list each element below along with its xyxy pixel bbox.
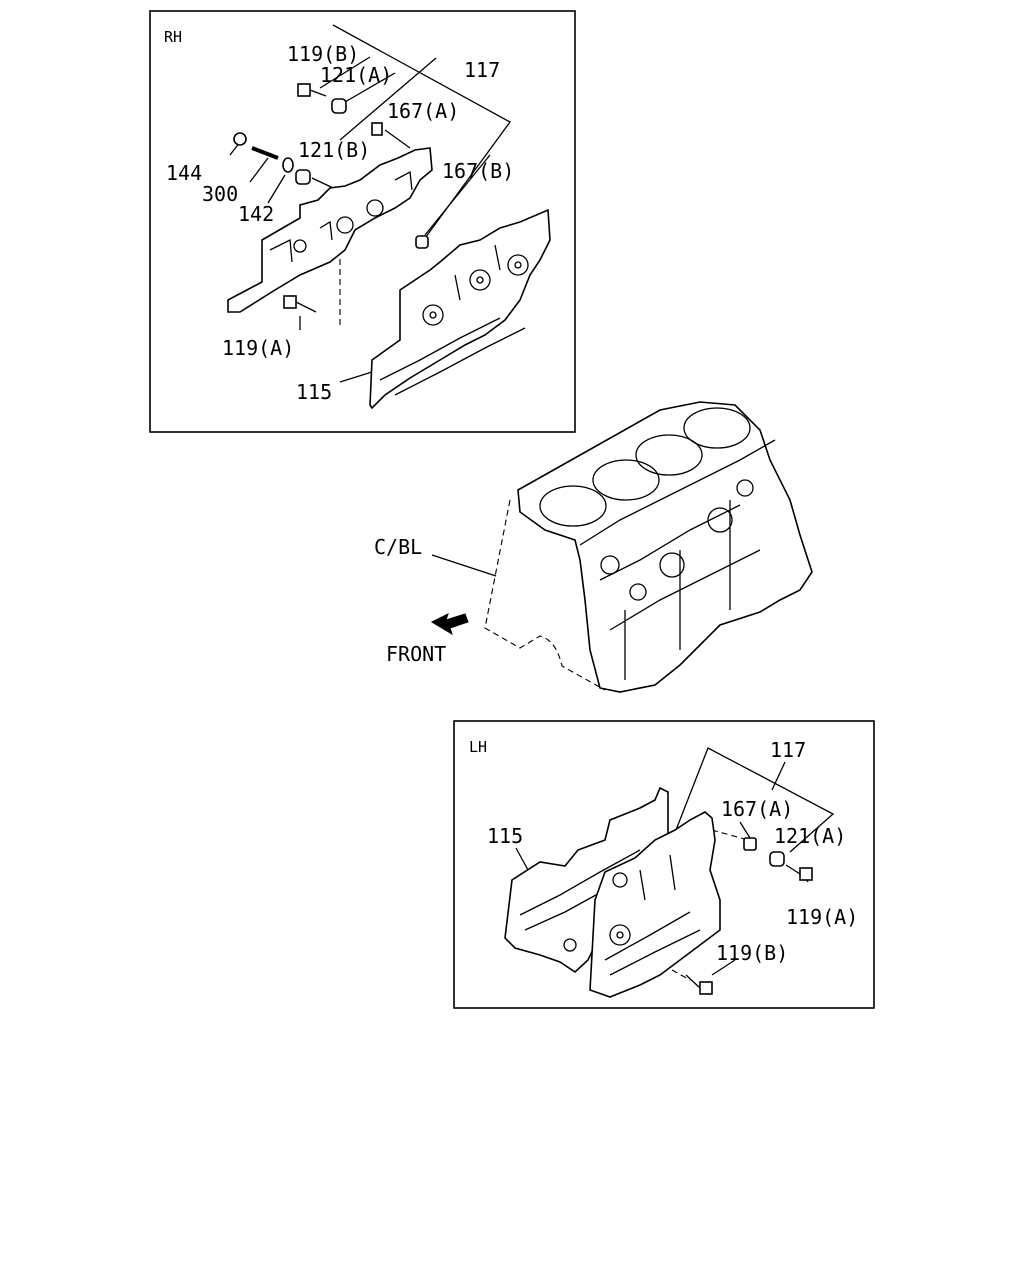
- lh-bolt-119a-icon: [785, 864, 813, 881]
- label-rh-142: 142: [238, 202, 274, 226]
- lh-dashed-guide-1: [711, 829, 749, 841]
- rh-panel-title: RH: [164, 28, 182, 46]
- label-rh-119a: 119(A): [222, 336, 294, 360]
- rh-167a-leader: [384, 129, 411, 149]
- rh-collar-121b-icon: [295, 169, 311, 185]
- cylinder-block-hidden-outline: [484, 499, 606, 691]
- rh-115-bolt-2: [476, 276, 484, 284]
- lh-167a-leader: [739, 821, 751, 839]
- lh-115-hole-1: [563, 938, 577, 952]
- lh-panel-frame: [453, 720, 875, 1009]
- rh-washer-142-icon: [282, 157, 294, 173]
- rh-115-ribs: [379, 244, 526, 396]
- lh-collar-121a-icon: [769, 851, 785, 867]
- lh-115-ribs: [519, 849, 641, 931]
- lh-117-leader: [771, 761, 786, 791]
- label-rh-300: 300: [202, 182, 238, 206]
- lh-115-leader: [515, 847, 529, 871]
- cbl-leader: [431, 554, 497, 577]
- lh-117-ribs: [604, 854, 701, 976]
- lh-117-bolt-1: [616, 931, 624, 939]
- rh-bolt-119a-icon: [283, 295, 317, 313]
- rh-pin-167b-icon: [415, 235, 429, 249]
- rh-300-leader: [249, 157, 269, 183]
- label-lh-121a: 121(A): [774, 824, 846, 848]
- lh-bolt-119b-icon: [685, 974, 713, 995]
- rh-115-bolt-3: [514, 261, 522, 269]
- rh-collar-121a-icon: [331, 98, 347, 114]
- label-rh-115: 115: [296, 380, 332, 404]
- label-rh-117: 117: [464, 58, 500, 82]
- label-rh-119b: 119(B): [287, 42, 359, 66]
- cylinder-bore-3: [635, 434, 703, 476]
- rh-pin-167a-icon: [371, 122, 383, 136]
- rh-nut-144-icon: [233, 132, 247, 146]
- label-rh-121a: 121(A): [320, 63, 392, 87]
- lh-119b-leader: [711, 959, 736, 976]
- rh-bolt-119b-icon: [297, 83, 327, 97]
- label-rh-167a: 167(A): [387, 99, 459, 123]
- label-front: FRONT: [386, 642, 446, 666]
- label-rh-167b: 167(B): [442, 159, 514, 183]
- cylinder-bore-4: [683, 407, 751, 449]
- lh-117-hole-1: [609, 924, 631, 946]
- front-arrow-icon: [430, 613, 469, 636]
- rh-121a-leader: [344, 72, 396, 103]
- rh-heat-shield-117: [227, 147, 433, 313]
- rh-117-hole-3: [293, 239, 307, 253]
- rh-117-leader-a: [339, 57, 437, 141]
- lh-117-hole-2: [612, 872, 628, 888]
- rh-115-hole-3: [507, 254, 529, 276]
- cylinder-block-boss-2: [659, 552, 685, 578]
- label-lh-115: 115: [487, 824, 523, 848]
- rh-panel: RH: [149, 10, 576, 433]
- cylinder-bore-2: [592, 459, 660, 501]
- cylinder-block-ribs: [579, 439, 776, 680]
- rh-stud-300-icon: [251, 146, 279, 160]
- label-lh-119a: 119(A): [786, 905, 858, 929]
- rh-heat-shield-115: [369, 208, 551, 410]
- label-lh-117: 117: [770, 738, 806, 762]
- rh-142-leader: [267, 174, 286, 204]
- label-lh-167a: 167(A): [721, 797, 793, 821]
- cylinder-block-boss-5: [736, 479, 754, 497]
- cylinder-block-body: [517, 401, 813, 693]
- label-cbl: C/BL: [374, 535, 422, 559]
- rh-117-hole-1: [336, 216, 354, 234]
- label-lh-119b: 119(B): [716, 941, 788, 965]
- rh-119b-leader: [319, 56, 371, 89]
- lh-dashed-guide-2: [671, 969, 691, 981]
- cylinder-block: C/BL FRONT: [374, 401, 813, 693]
- lh-panel-title: LH: [469, 738, 487, 756]
- cylinder-block-boss-3: [707, 507, 733, 533]
- rh-panel-frame: [149, 10, 576, 433]
- rh-115-hole-2: [469, 269, 491, 291]
- rh-115-leader: [339, 371, 373, 383]
- rh-115-hole-1: [422, 304, 444, 326]
- rh-117-hole-2: [366, 199, 384, 217]
- cylinder-block-boss-1: [600, 555, 620, 575]
- rh-167b-leader: [424, 154, 491, 236]
- rh-115-bolt-1: [429, 311, 437, 319]
- lh-panel: LH 1: [453, 720, 875, 1009]
- rh-117-ribs: [269, 170, 413, 263]
- cylinder-block-boss-4: [629, 583, 647, 601]
- lh-pin-167a-icon: [743, 837, 757, 851]
- cylinder-bore-1: [539, 485, 607, 527]
- label-rh-144: 144: [166, 161, 202, 185]
- label-rh-121b: 121(B): [298, 138, 370, 162]
- lh-117-bracket: [675, 747, 835, 853]
